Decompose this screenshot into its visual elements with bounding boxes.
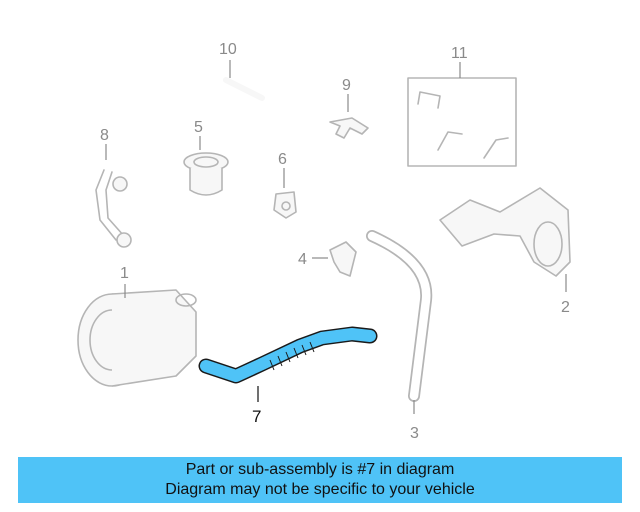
callout-1[interactable]: 1 bbox=[120, 265, 129, 282]
part-5-valve[interactable] bbox=[183, 152, 229, 196]
part-6-small-valve[interactable] bbox=[273, 191, 297, 219]
part-1-air-pump[interactable] bbox=[77, 289, 197, 387]
banner-line-2: Diagram may not be specific to your vehi… bbox=[165, 481, 475, 498]
part-10-hose[interactable] bbox=[223, 77, 265, 101]
callout-4[interactable]: 4 bbox=[298, 251, 307, 268]
part-7-hose-highlighted[interactable] bbox=[198, 326, 378, 384]
callout-3[interactable]: 3 bbox=[410, 425, 419, 442]
part-3-long-hose[interactable] bbox=[366, 230, 433, 402]
callout-7[interactable]: 7 bbox=[252, 407, 261, 426]
part-8-pipe[interactable] bbox=[95, 169, 132, 248]
parts-diagram: 10 9 11 8 5 6 2 bbox=[77, 41, 571, 442]
callout-5[interactable]: 5 bbox=[194, 119, 203, 136]
part-9-tee-connector[interactable] bbox=[329, 117, 369, 139]
callout-11[interactable]: 11 bbox=[451, 45, 468, 62]
part-4-clip[interactable] bbox=[329, 241, 357, 277]
callout-6[interactable]: 6 bbox=[278, 151, 287, 168]
part-2-bracket[interactable] bbox=[439, 187, 571, 277]
callout-9[interactable]: 9 bbox=[342, 77, 351, 94]
callout-8[interactable]: 8 bbox=[100, 127, 109, 144]
callout-10[interactable]: 10 bbox=[219, 41, 237, 58]
callout-2[interactable]: 2 bbox=[561, 299, 570, 316]
part-11-hose-kit[interactable] bbox=[407, 77, 517, 167]
banner-line-1: Part or sub-assembly is #7 in diagram bbox=[185, 461, 455, 478]
info-banner: Part or sub-assembly is #7 in diagram Di… bbox=[18, 457, 622, 503]
